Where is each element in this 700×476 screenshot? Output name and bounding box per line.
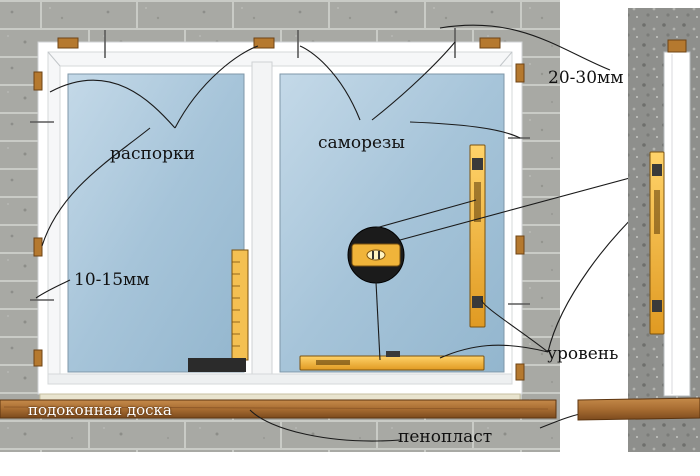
level-vertical-window: [469, 144, 486, 328]
level-bottom: [299, 351, 485, 371]
label-sill-board: подоконная доска: [28, 401, 172, 419]
label-screws: саморезы: [318, 133, 405, 153]
leader-lines: [35, 24, 653, 442]
spacer-wedges: [33, 37, 525, 381]
section-sill: [577, 397, 700, 421]
label-level: уровень: [547, 344, 619, 364]
label-top-gap: 20-30мм: [548, 68, 624, 88]
section-frame: [663, 51, 691, 397]
mullion: [251, 61, 273, 379]
left-glass: [67, 73, 245, 373]
bubble-level-detail: [347, 226, 405, 284]
label-spacers: распорки: [110, 144, 195, 164]
level-vertical-section: [649, 151, 665, 335]
folding-ruler: [188, 249, 249, 372]
sill-board: [0, 399, 557, 419]
foam-bead: [39, 393, 521, 401]
label-foam: пенопласт: [398, 427, 493, 447]
label-side-gap: 10-15мм: [74, 270, 150, 290]
